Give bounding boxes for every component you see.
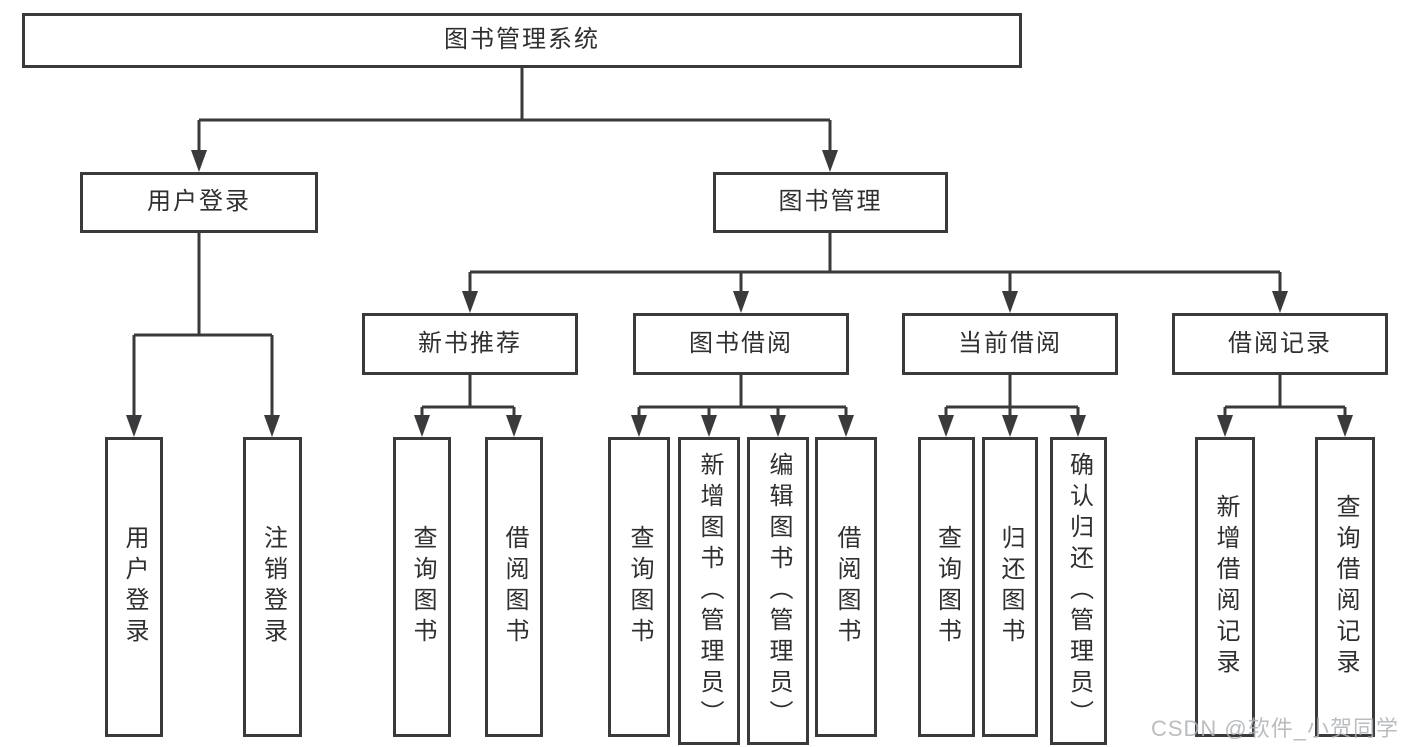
arrowhead (462, 291, 478, 313)
arrowhead (770, 415, 786, 437)
node-book-management-label: 图书管理 (778, 188, 883, 216)
leaf-query-books-borrowing-label: 查询图书 (626, 525, 653, 649)
leaf-add-book-admin-label: 新增图书（管理员） (696, 451, 723, 731)
node-user-login-label: 用户登录 (147, 188, 251, 216)
leaf-query-books-borrowing: 查询图书 (608, 437, 670, 737)
node-book-borrowing-label: 图书借阅 (689, 329, 793, 357)
arrowhead (701, 415, 717, 437)
arrowhead (1337, 415, 1353, 437)
leaf-confirm-return-admin: 确认归还（管理员） (1050, 437, 1107, 745)
arrowhead (938, 415, 954, 437)
arrowhead (1070, 415, 1086, 437)
connector-lines (132, 66, 1347, 417)
node-book-borrowing: 图书借阅 (633, 313, 849, 375)
arrowhead (264, 415, 280, 437)
arrowhead (631, 415, 647, 437)
leaf-add-borrow-record: 新增借阅记录 (1195, 437, 1255, 737)
node-current-borrowing-label: 当前借阅 (958, 329, 1062, 357)
leaf-query-books-current: 查询图书 (918, 437, 975, 737)
node-borrowing-records: 借阅记录 (1172, 313, 1388, 375)
leaf-query-books-recommend: 查询图书 (393, 437, 451, 737)
leaf-borrow-books-borrowing-label: 借阅图书 (833, 525, 860, 649)
leaf-add-borrow-record-label: 新增借阅记录 (1212, 494, 1239, 680)
leaf-logout: 注销登录 (243, 437, 302, 737)
arrowhead (126, 415, 142, 437)
leaf-add-book-admin: 新增图书（管理员） (678, 437, 740, 745)
arrowhead (822, 150, 838, 172)
leaf-confirm-return-admin-label: 确认归还（管理员） (1065, 451, 1093, 731)
arrowhead (733, 291, 749, 313)
watermark: CSDN @软件_小贺同学 (1150, 716, 1399, 741)
node-root: 图书管理系统 (22, 13, 1022, 68)
leaf-query-books-recommend-label: 查询图书 (409, 525, 436, 649)
node-root-label: 图书管理系统 (444, 26, 600, 54)
arrowhead (1272, 291, 1288, 313)
arrowhead (1217, 415, 1233, 437)
leaf-borrow-books-borrowing: 借阅图书 (815, 437, 877, 737)
arrowheads (126, 150, 1353, 437)
node-user-login: 用户登录 (80, 172, 318, 233)
leaf-edit-book-admin: 编辑图书（管理员） (747, 437, 809, 745)
leaf-user-login-label: 用户登录 (121, 525, 148, 649)
node-borrowing-records-label: 借阅记录 (1228, 329, 1332, 357)
leaf-borrow-books-recommend: 借阅图书 (485, 437, 543, 737)
node-new-book-recommendation: 新书推荐 (362, 313, 578, 375)
leaf-query-books-current-label: 查询图书 (933, 525, 961, 649)
node-new-book-recommendation-label: 新书推荐 (418, 329, 522, 357)
leaf-borrow-books-recommend-label: 借阅图书 (501, 525, 528, 649)
arrowhead (838, 415, 854, 437)
arrowhead (1002, 291, 1018, 313)
leaf-user-login: 用户登录 (105, 437, 163, 737)
arrowhead (1002, 415, 1018, 437)
leaf-edit-book-admin-label: 编辑图书（管理员） (765, 451, 792, 731)
leaf-return-books-label: 归还图书 (997, 525, 1024, 649)
leaf-query-borrow-record: 查询借阅记录 (1315, 437, 1375, 737)
leaf-query-borrow-record-label: 查询借阅记录 (1332, 494, 1359, 680)
leaf-return-books: 归还图书 (982, 437, 1038, 737)
leaf-logout-label: 注销登录 (259, 525, 287, 649)
arrowhead (191, 150, 207, 172)
node-book-management: 图书管理 (713, 172, 948, 233)
node-current-borrowing: 当前借阅 (902, 313, 1118, 375)
arrowhead (414, 415, 430, 437)
arrowhead (506, 415, 522, 437)
